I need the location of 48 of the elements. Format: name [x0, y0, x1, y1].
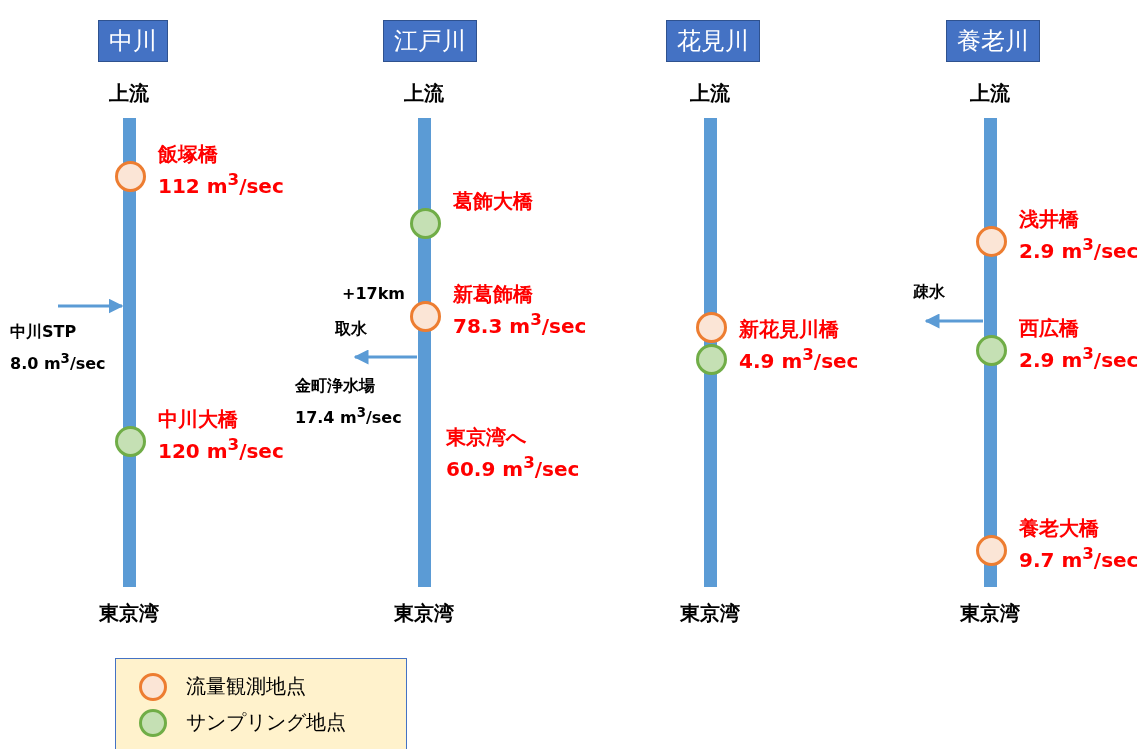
station-circle	[115, 426, 146, 457]
station-label: 新花見川橋	[739, 316, 839, 342]
upstream-label: 上流	[109, 80, 149, 107]
station-circle	[976, 535, 1007, 566]
station-circle	[976, 335, 1007, 366]
station-label: 飯塚橋	[158, 141, 218, 167]
station-label: 葛飾大橋	[453, 188, 533, 214]
station-label: 120 m$^{3}$/sec	[158, 434, 284, 464]
station-note: 中川STP 8.0 m$^{3}$/sec	[10, 318, 106, 378]
station-label: 養老大橋	[1019, 515, 1099, 541]
outflow-label: 東京湾へ	[446, 424, 526, 450]
edge-label: 疎水	[913, 281, 945, 303]
station-label: 78.3 m$^{3}$/sec	[453, 309, 587, 339]
station-circle	[410, 301, 441, 332]
station-label: 2.9 m$^{3}$/sec	[1019, 343, 1139, 373]
upstream-label: 上流	[690, 80, 730, 107]
station-circle	[696, 344, 727, 375]
flow-arrow	[353, 349, 417, 365]
station-label: 新葛飾橋	[453, 281, 533, 307]
station-label: 西広橋	[1019, 315, 1079, 341]
station-label: 112 m$^{3}$/sec	[158, 169, 284, 199]
bay-label: 東京湾	[960, 600, 1020, 627]
distance-label: +17km	[342, 283, 405, 305]
outflow-label: 60.9 m$^{3}$/sec	[446, 452, 580, 482]
river-name-box: 中川	[98, 20, 168, 62]
station-label: 9.7 m$^{3}$/sec	[1019, 543, 1139, 573]
bay-label: 東京湾	[394, 600, 454, 627]
station-note: 金町浄水場 17.4 m$^{3}$/sec	[295, 372, 402, 432]
station-circle	[696, 312, 727, 343]
river-name-box: 江戸川	[383, 20, 477, 62]
station-circle	[976, 226, 1007, 257]
flow-arrow	[924, 313, 983, 329]
upstream-label: 上流	[404, 80, 444, 107]
bay-label: 東京湾	[99, 600, 159, 627]
legend-text: サンプリング地点	[186, 709, 346, 736]
station-label: 中川大橋	[158, 406, 238, 432]
station-circle	[410, 208, 441, 239]
legend-text: 流量観測地点	[186, 673, 306, 700]
station-label: 2.9 m$^{3}$/sec	[1019, 234, 1139, 264]
station-label: 4.9 m$^{3}$/sec	[739, 344, 859, 374]
station-circle	[115, 161, 146, 192]
flow-arrow	[58, 298, 124, 314]
river-name-box: 養老川	[946, 20, 1040, 62]
edge-label: 取水	[335, 318, 367, 340]
bay-label: 東京湾	[680, 600, 740, 627]
river-name-box: 花見川	[666, 20, 760, 62]
station-label: 浅井橋	[1019, 206, 1079, 232]
upstream-label: 上流	[970, 80, 1010, 107]
